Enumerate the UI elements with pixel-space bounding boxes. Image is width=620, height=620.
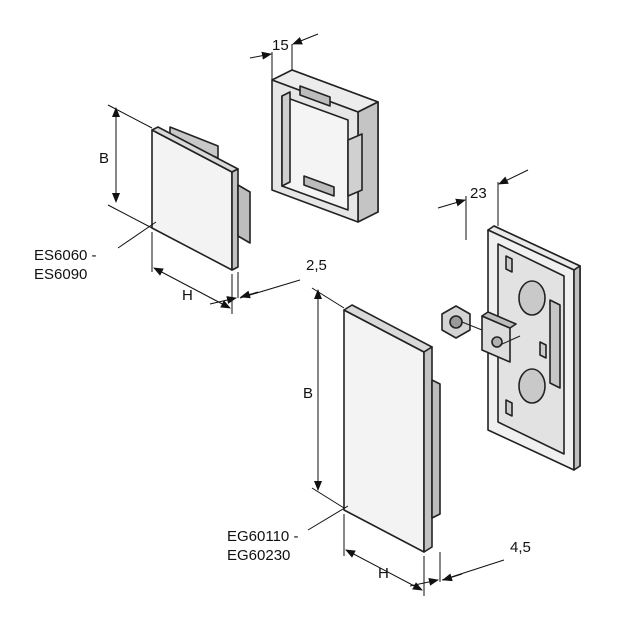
eg-label-line2: EG60230: [227, 547, 290, 564]
dimension-h-large: H: [343, 514, 425, 596]
dimension-h-large-label: H: [378, 565, 389, 582]
wall-mounting-plate-part: [441, 225, 581, 471]
dimension-b-small: B: [99, 104, 153, 229]
eg-part-label: EG60110 - EG60230: [227, 505, 349, 564]
eg-label-line1: EG60110 -: [227, 528, 298, 545]
es-end-piece-part: [151, 126, 251, 271]
es-label-line1: ES6060 -: [34, 247, 97, 264]
dimension-23: 23: [437, 169, 529, 240]
dimension-2-5-label: 2,5: [306, 257, 327, 274]
dimension-b-large: B: [303, 287, 345, 509]
dimension-4-5-label: 4,5: [510, 539, 531, 556]
dimension-h-small-label: H: [182, 287, 193, 304]
dimension-4-5: 4,5: [409, 539, 531, 587]
dimension-2-5: 2,5: [209, 257, 327, 305]
dimension-b-large-label: B: [303, 385, 313, 402]
eg-end-piece-part: [343, 304, 441, 553]
es-label-line2: ES6090: [34, 266, 87, 283]
open-end-cap-part: [271, 69, 379, 223]
dimension-15-label: 15: [272, 37, 289, 54]
dimension-b-small-label: B: [99, 150, 109, 167]
dimension-15: 15: [249, 33, 319, 80]
dimension-23-label: 23: [470, 185, 487, 202]
dimension-h-small: H: [151, 232, 233, 314]
es-part-label: ES6060 - ES6090: [34, 221, 157, 283]
